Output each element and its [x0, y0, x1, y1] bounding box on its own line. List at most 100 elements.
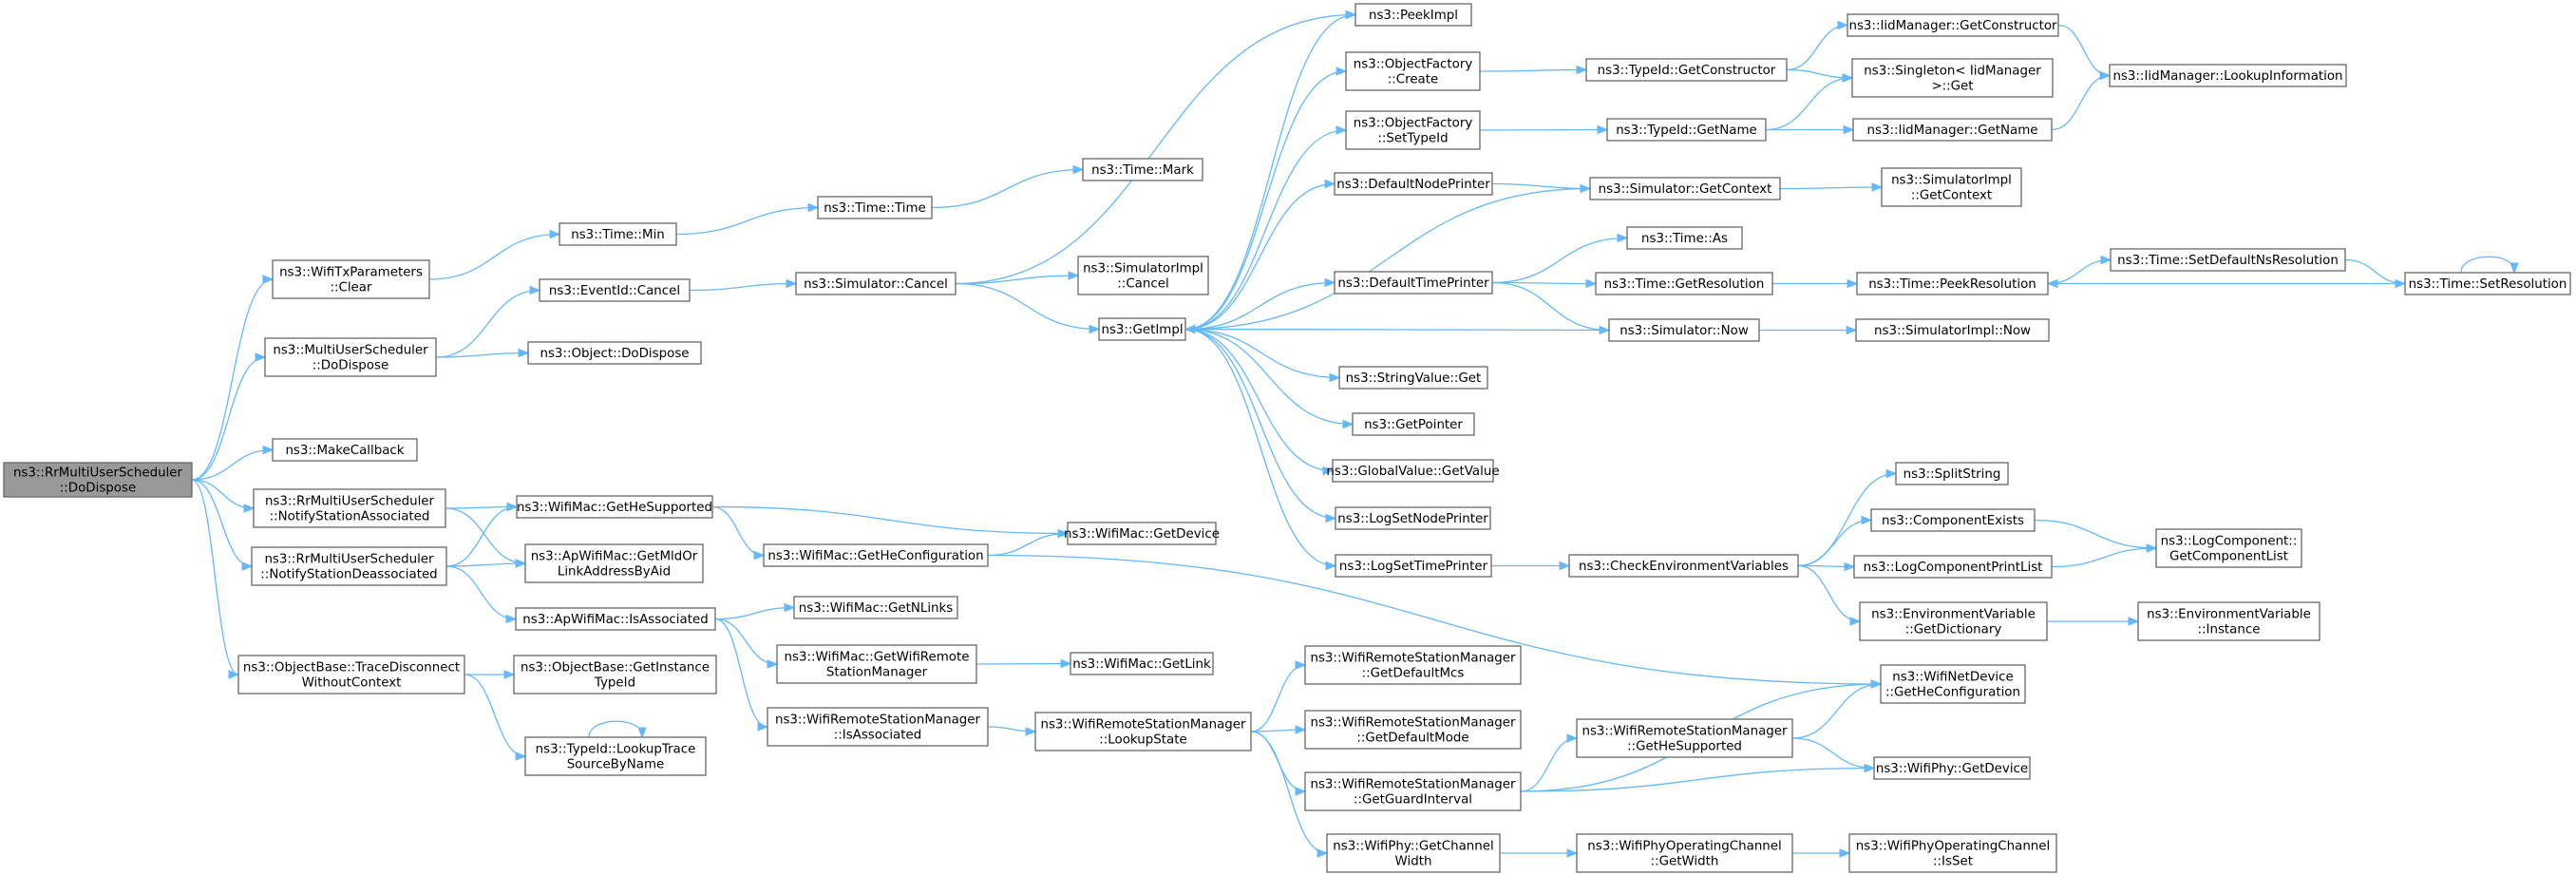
node-tdwc[interactable]: ns3::ObjectBase::TraceDisconnectWithoutC… [237, 655, 465, 694]
node-sget[interactable]: ns3::Singleton< IidManager>::Get [1851, 58, 2054, 98]
node-wpis[interactable]: ns3::WifiPhyOperatingChannel::IsSet [1848, 833, 2057, 873]
node-sgc[interactable]: ns3::Simulator::GetContext [1589, 177, 1781, 200]
edge-dtp-tgr [1491, 278, 1598, 289]
node-tgn[interactable]: ns3::TypeId::GetName [1606, 118, 1767, 142]
node-cex[interactable]: ns3::ComponentExists [1870, 508, 2036, 532]
node-wndghc[interactable]: ns3::WifiNetDevice::GetHeConfiguration [1880, 664, 2026, 704]
node-peek[interactable]: ns3::PeekImpl [1354, 3, 1472, 27]
node-evi[interactable]: ns3::EnvironmentVariable::Instance [2137, 601, 2320, 641]
node-glink[interactable]: ns3::WifiMac::GetLink [1070, 652, 1214, 675]
node-dtp[interactable]: ns3::DefaultTimePrinter [1334, 271, 1493, 295]
node-mkcb[interactable]: ns3::MakeCallback [272, 438, 418, 462]
node-wpgw[interactable]: ns3::WifiPhyOperatingChannel::GetWidth [1576, 833, 1793, 873]
node-label: ns3::Time::Min [571, 228, 665, 242]
node-root[interactable]: ns3::RrMultiUserScheduler::DoDispose [3, 462, 193, 498]
node-muds[interactable]: ns3::MultiUserScheduler::DoDispose [264, 337, 437, 377]
edge-arrowhead [1295, 660, 1307, 670]
edge-arrowhead [515, 559, 527, 568]
node-ttime[interactable]: ns3::Time::Time [817, 196, 933, 219]
node-evc[interactable]: ns3::EventId::Cancel [539, 278, 691, 302]
node-label: ::NotifyStationAssociated [270, 510, 430, 524]
node-wpgd[interactable]: ns3::WifiPhy::GetDevice [1873, 756, 2031, 780]
node-box [1304, 771, 1522, 811]
node-nsa[interactable]: ns3::RrMultiUserScheduler::NotifyStation… [253, 488, 446, 528]
edge-geti-gptr [1184, 328, 1354, 429]
node-lcpl[interactable]: ns3::LogComponentPrintList [1853, 555, 2053, 579]
node-gdm[interactable]: ns3::WifiRemoteStationManager::GetDefaul… [1304, 645, 1522, 685]
node-imgc[interactable]: ns3::IidManager::GetConstructor [1847, 13, 2059, 37]
node-sinow[interactable]: ns3::SimulatorImpl::Now [1855, 318, 2050, 342]
edge-arrowhead [1335, 125, 1348, 135]
edge-dtp-tas [1491, 233, 1629, 284]
node-imli[interactable]: ns3::IidManager::LookupInformation [2109, 64, 2347, 87]
node-gdev[interactable]: ns3::WifiMac::GetDevice [1064, 522, 1220, 545]
node-ofs[interactable]: ns3::ObjectFactory::SetTypeId [1345, 110, 1481, 150]
edge-sgc-sigc [1779, 182, 1884, 192]
node-tmark[interactable]: ns3::Time::Mark [1082, 158, 1203, 181]
node-gwrsm[interactable]: ns3::WifiMac::GetWifiRemoteStationManage… [776, 644, 977, 684]
node-tas[interactable]: ns3::Time::As [1626, 226, 1743, 250]
node-label: ns3::PeekImpl [1369, 9, 1458, 23]
node-sic[interactable]: ns3::SimulatorImpl::Cancel [1077, 256, 1209, 295]
node-wtpc[interactable]: ns3::WifiTxParameters::Clear [272, 259, 430, 299]
node-gptr[interactable]: ns3::GetPointer [1352, 412, 1475, 436]
node-label: ::Cancel [1117, 277, 1168, 292]
node-imgn[interactable]: ns3::IidManager::GetName [1852, 118, 2053, 142]
node-nsd[interactable]: ns3::RrMultiUserScheduler::NotifyStation… [251, 546, 447, 586]
edge-arrowhead [2510, 262, 2519, 275]
node-box [1856, 272, 2049, 295]
node-lst[interactable]: ns3::WifiRemoteStationManager::LookupSta… [1034, 712, 1252, 751]
node-ghc[interactable]: ns3::WifiMac::GetHeConfiguration [763, 543, 989, 567]
node-gnl[interactable]: ns3::WifiMac::GetNLinks [793, 596, 958, 619]
node-tgc[interactable]: ns3::TypeId::GetConstructor [1585, 58, 1788, 82]
node-ofc[interactable]: ns3::ObjectFactory::Create [1345, 51, 1481, 91]
node-svg[interactable]: ns3::StringValue::Get [1338, 366, 1488, 390]
node-tpr[interactable]: ns3::Time::PeekResolution [1856, 272, 2049, 295]
node-snow[interactable]: ns3::Simulator::Now [1608, 318, 1760, 342]
node-label: ns3::SimulatorImpl::Now [1874, 324, 2031, 338]
node-simc[interactable]: ns3::Simulator::Cancel [795, 272, 957, 295]
node-tsdr[interactable]: ns3::Time::SetDefaultNsResolution [2110, 248, 2346, 272]
node-box [793, 596, 958, 619]
node-gvgv[interactable]: ns3::GlobalValue::GetValue [1326, 459, 1500, 483]
node-label: ns3::EnvironmentVariable [2147, 608, 2311, 622]
node-label: ns3::Time::Time [824, 201, 926, 216]
edge-line [1184, 70, 1347, 331]
node-ghs[interactable]: ns3::WifiMac::GetHeSupported [516, 495, 713, 519]
node-dnp[interactable]: ns3::DefaultNodePrinter [1334, 172, 1493, 196]
node-box [251, 546, 447, 586]
node-ggi[interactable]: ns3::WifiRemoteStationManager::GetGuardI… [1304, 771, 1522, 811]
node-odd[interactable]: ns3::Object::DoDispose [527, 341, 702, 365]
edge-arrowhead [2046, 278, 2058, 289]
node-ss[interactable]: ns3::SplitString [1895, 462, 2009, 485]
edge-muds-evc [435, 285, 541, 358]
node-lstp[interactable]: ns3::LogSetTimePrinter [1335, 554, 1492, 578]
node-evgd[interactable]: ns3::EnvironmentVariable::GetDictionary [1859, 601, 2048, 641]
edge-arrowhead [637, 727, 647, 739]
node-geti[interactable]: ns3::GetImpl [1098, 317, 1186, 341]
node-label: ns3::WifiNetDevice [1892, 671, 2013, 685]
node-gdmo[interactable]: ns3::WifiRemoteStationManager::GetDefaul… [1304, 710, 1522, 750]
node-isa[interactable]: ns3::ApWifiMac::IsAssociated [515, 607, 716, 631]
node-sigc[interactable]: ns3::SimulatorImpl::GetContext [1881, 167, 2022, 207]
node-tsr[interactable]: ns3::Time::SetResolution [2404, 272, 2571, 295]
node-label: ::SetTypeId [1377, 132, 1448, 146]
node-lcgcl[interactable]: ns3::LogComponent::GetComponentList [2155, 528, 2302, 568]
node-tmin[interactable]: ns3::Time::Min [559, 222, 677, 246]
node-cev[interactable]: ns3::CheckEnvironmentVariables [1568, 554, 1799, 578]
node-tgr[interactable]: ns3::Time::GetResolution [1595, 272, 1773, 295]
node-lsnp[interactable]: ns3::LogSetNodePrinter [1335, 506, 1491, 530]
node-box [1576, 718, 1793, 758]
node-box [1895, 462, 2009, 485]
edge-arrowhead [1295, 787, 1307, 796]
edge-arrowhead [1870, 679, 1883, 689]
edge-line [711, 505, 1069, 535]
edge-arrowhead [255, 352, 267, 362]
edge-snow-geti [1184, 324, 1610, 334]
node-rghs[interactable]: ns3::WifiRemoteStationManager::GetHeSupp… [1576, 718, 1793, 758]
node-rsmia[interactable]: ns3::WifiRemoteStationManager::IsAssocia… [767, 707, 989, 747]
